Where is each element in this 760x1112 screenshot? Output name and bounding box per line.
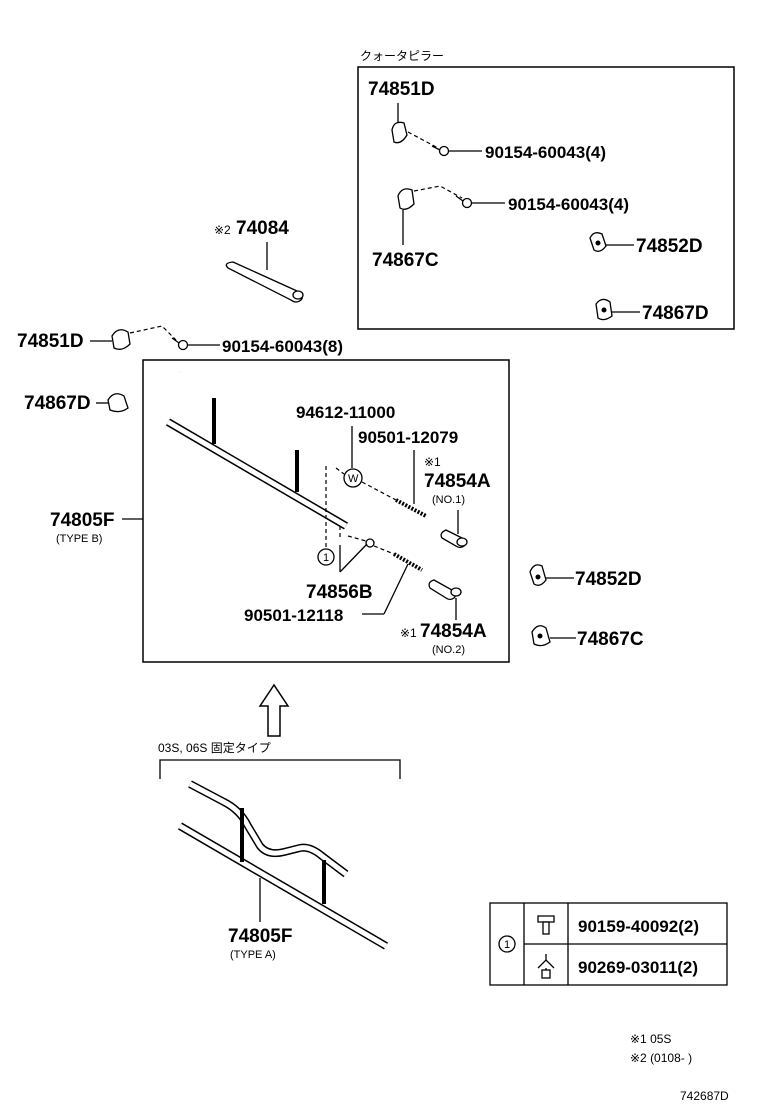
bracket-line [159,759,401,779]
grommet-icon [391,121,408,144]
circle-w-mark: W [348,473,359,485]
spring-icon [393,552,423,572]
bolt-icon [537,915,555,935]
screw-icon [455,195,473,209]
knob-icon [440,529,468,549]
luggage-rack-type-a-icon [177,780,389,950]
rod-74084-icon [225,261,304,303]
label-74851d[interactable]: 74851D [17,331,84,352]
clip-icon [397,188,415,210]
label-74805f-type-a[interactable]: 74805F [228,926,292,947]
note-mark-2: ※2 [214,223,231,237]
label-no1: (NO.1) [432,494,465,506]
diagram-id: 742687D [680,1089,729,1103]
circle-1-mark: 1 [323,552,329,564]
label-74856b[interactable]: 74856B [306,582,373,603]
screw-icon [431,145,450,157]
table-row-2-part[interactable]: 90269-03011(2) [578,958,698,977]
up-arrow-icon [258,683,290,737]
label-type-a: (TYPE A) [230,949,276,961]
label-74084[interactable]: 74084 [236,218,289,239]
screw-icon [171,337,189,351]
table-key-mark: 1 [504,939,510,951]
inset-label-74851d[interactable]: 74851D [368,79,435,100]
label-74854a-no1[interactable]: 74854A [424,471,491,492]
label-74805f-type-b[interactable]: 74805F [50,510,114,531]
label-74852d-right[interactable]: 74852D [575,569,642,590]
inset-box [357,66,735,330]
pin-icon [537,954,555,979]
inset-label-74852d[interactable]: 74852D [636,236,703,257]
fastener-table: 1 90159-40092(2) 90269-03011(2) [489,902,728,986]
label-74867d-left[interactable]: 74867D [24,393,91,414]
label-90501-12079[interactable]: 90501-12079 [358,428,458,447]
inset-header: クォータピラー [360,49,444,63]
label-no2: (NO.2) [432,644,465,656]
luggage-rack-type-b-icon [165,369,349,530]
inset-label-screw-2[interactable]: 90154-60043(4) [508,195,629,214]
footnote-2: ※2 (0108- ) [630,1051,692,1065]
knob-icon [428,579,462,601]
label-74867c-right[interactable]: 74867C [577,629,644,650]
label-variant-note: 03S, 06S 固定タイプ [158,740,271,755]
note-mark-1b: ※1 [400,626,417,640]
note-mark-1a: ※1 [424,455,441,469]
label-94612-11000[interactable]: 94612-11000 [296,403,395,422]
label-screw-8[interactable]: 90154-60043(8) [222,337,343,356]
label-type-b: (TYPE B) [56,533,102,545]
label-74854a-no2[interactable]: 74854A [420,621,487,642]
table-row-1-part[interactable]: 90159-40092(2) [578,917,699,936]
label-90501-12118[interactable]: 90501-12118 [244,606,343,625]
inset-label-screw-1[interactable]: 90154-60043(4) [485,143,606,162]
clip-icon [107,393,129,413]
grommet-icon [111,329,131,350]
spring-icon [395,498,427,518]
inset-label-74867c[interactable]: 74867C [372,250,439,271]
inset-label-74867d[interactable]: 74867D [642,303,709,324]
footnote-1: ※1 05S [630,1032,671,1046]
assembly-box [142,359,510,663]
